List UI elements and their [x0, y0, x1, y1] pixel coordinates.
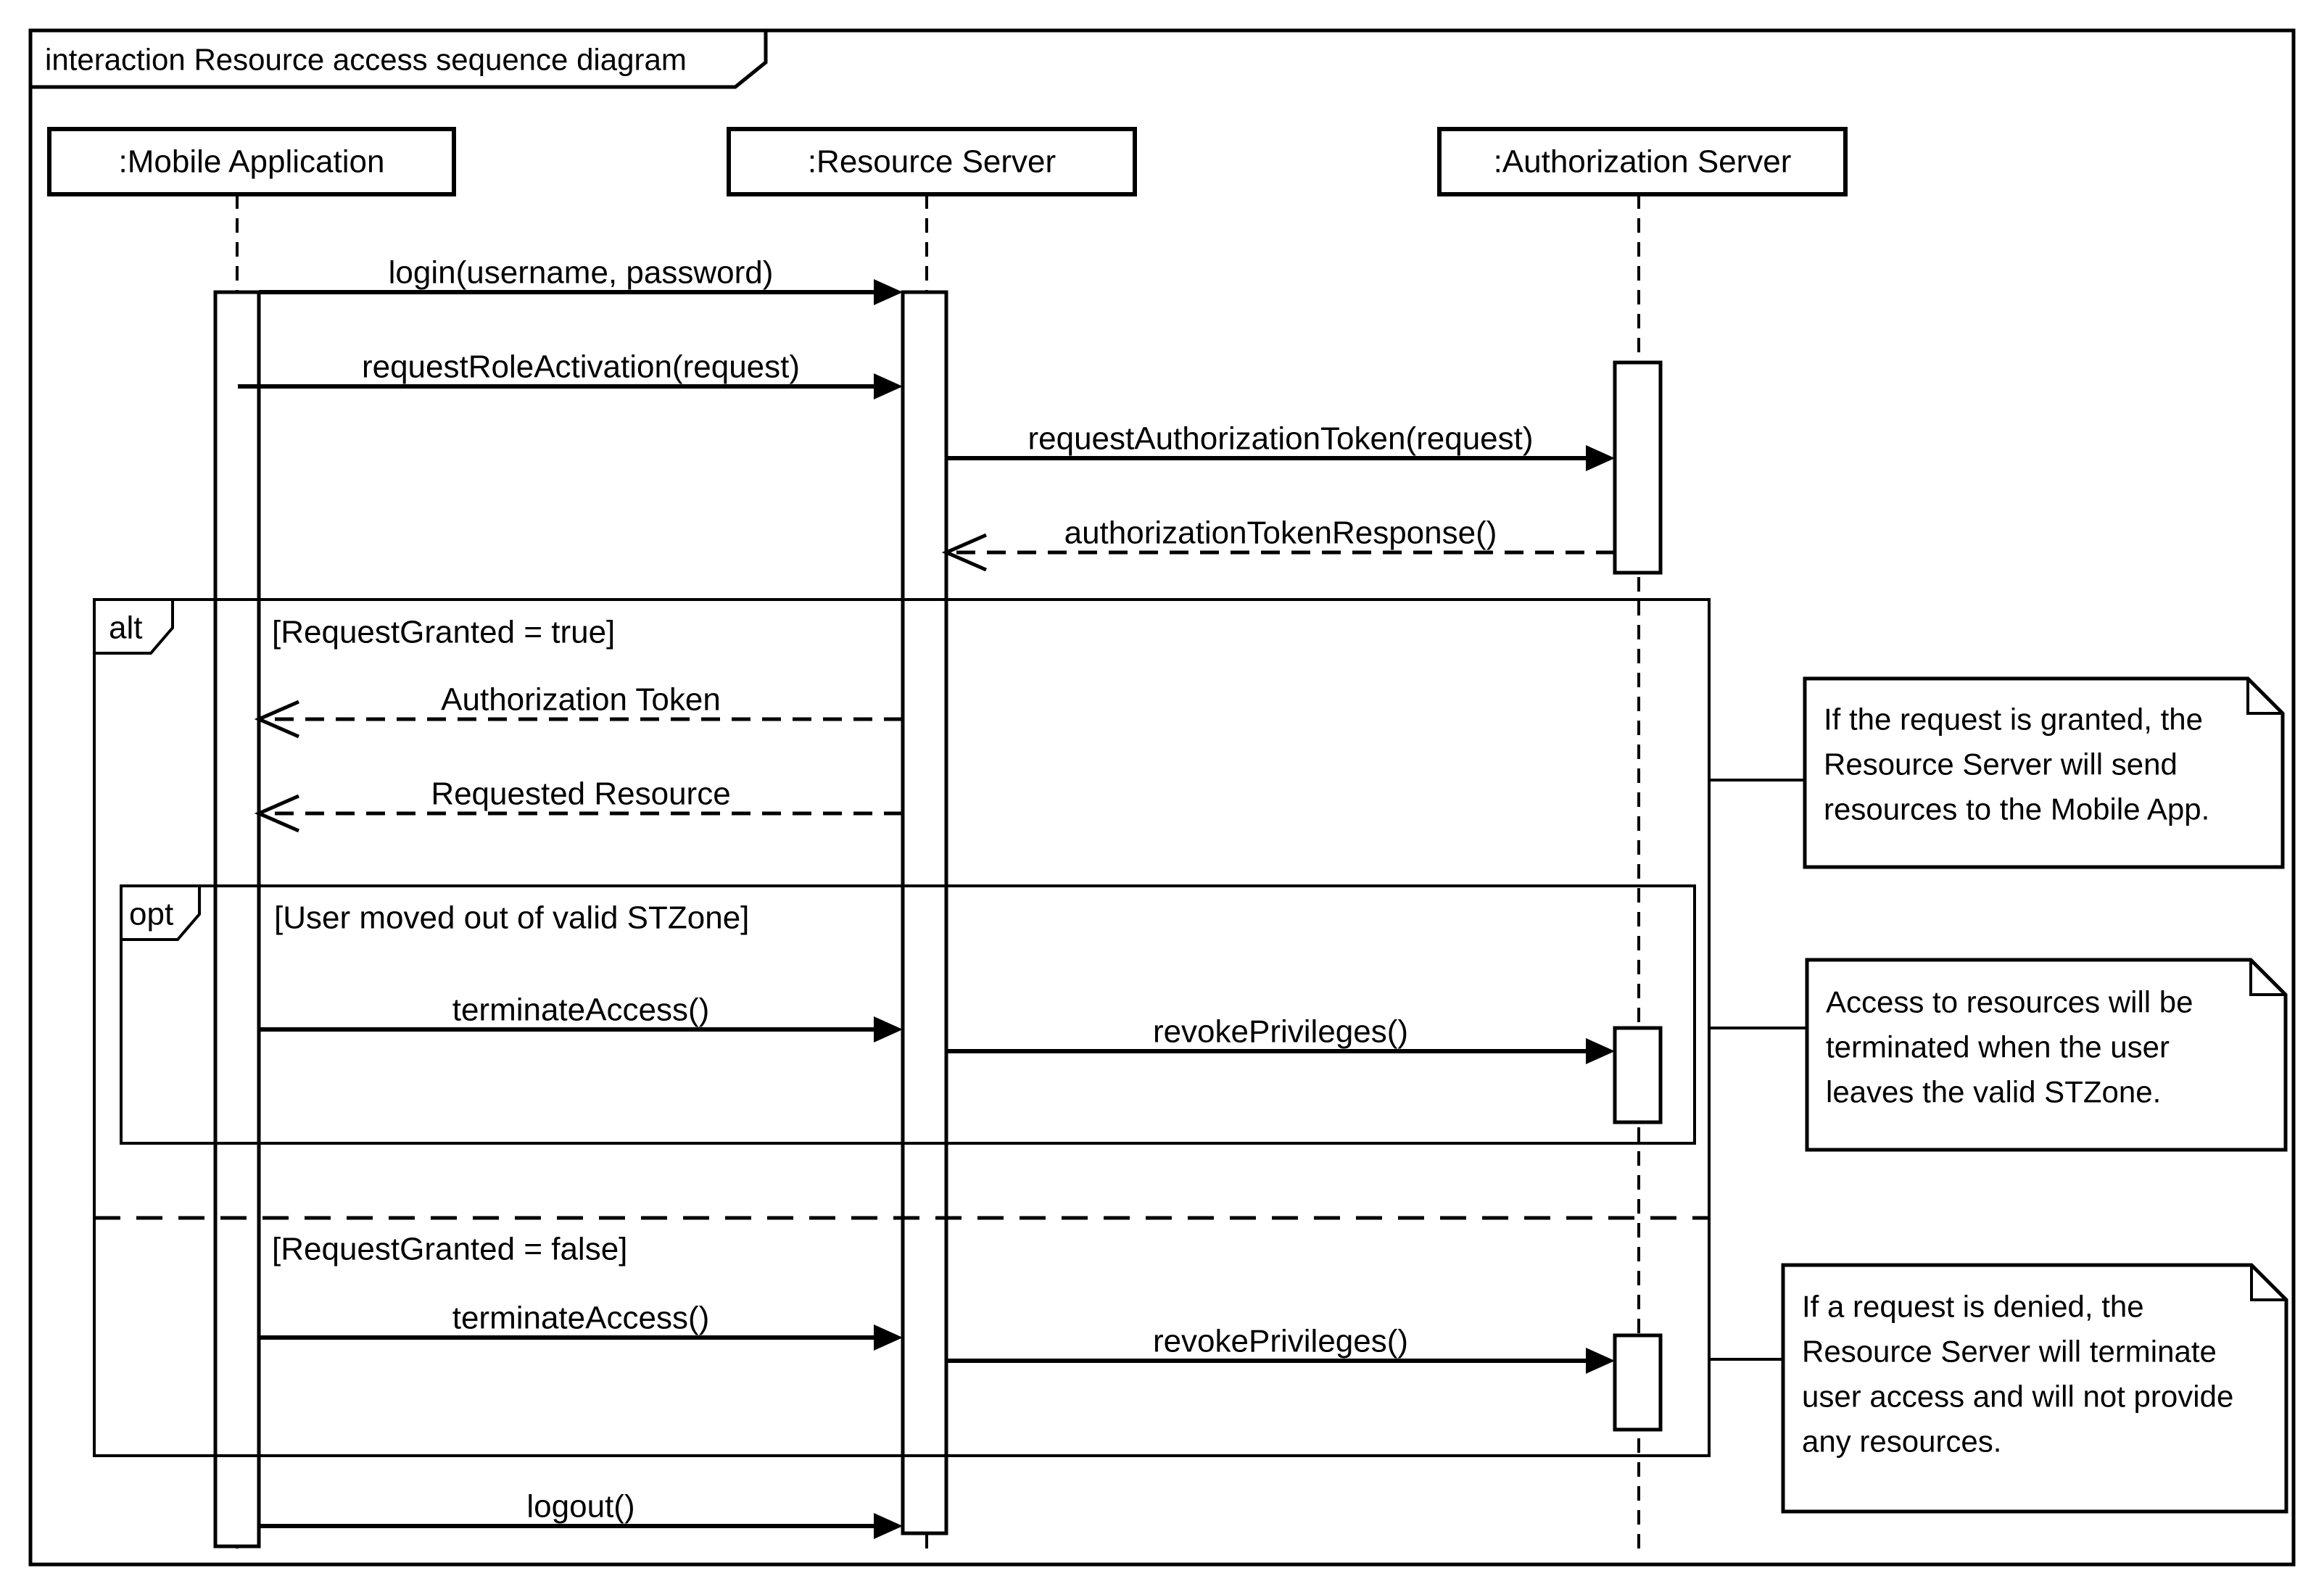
- note-granted-shape: [1803, 676, 2285, 869]
- alt-operator-label: alt: [109, 610, 142, 646]
- message-label-revoke-privileges-opt: revokePrivileges(): [1153, 1014, 1408, 1050]
- message-label-terminate-access-denied: terminateAccess(): [452, 1301, 710, 1336]
- message-label-requested-resource: Requested Resource: [431, 776, 730, 812]
- alt-guard-false: [RequestGranted = false]: [272, 1232, 627, 1267]
- note-denied-line-2: Resource Server will terminate: [1802, 1335, 2217, 1369]
- message-arrowhead-logout: [874, 1513, 903, 1539]
- message-arrowhead-request-role-activation: [874, 373, 903, 399]
- message-arrowhead-requested-resource: [254, 794, 299, 833]
- note-stzone-line-1: Access to resources will be: [1826, 985, 2193, 1019]
- message-arrowhead-request-authorization-token: [1586, 445, 1615, 471]
- note-stzone-shape: [1805, 958, 2288, 1152]
- note-denied-line-4: any resources.: [1802, 1425, 2001, 1459]
- note-denied-shape: [1781, 1263, 2288, 1514]
- lifeline-head-auth: [1437, 127, 1848, 196]
- activation-auth-denied: [1613, 1333, 1663, 1432]
- alt-guard-true: [RequestGranted = true]: [272, 615, 615, 650]
- note-granted-fold-icon: [2246, 679, 2283, 715]
- message-arrowhead-authorization-token-response: [941, 533, 987, 572]
- note-granted-line-3: resources to the Mobile App.: [1824, 792, 2209, 826]
- note-stzone-line-2: terminated when the user: [1826, 1030, 2170, 1064]
- note-granted-line-2: Resource Server will send: [1824, 747, 2178, 782]
- lifeline-head-resource: [727, 127, 1137, 196]
- message-arrowhead-terminate-access-opt: [874, 1016, 903, 1042]
- diagram-title: interaction Resource access sequence dia…: [45, 43, 687, 77]
- opt-frame: [120, 884, 1696, 1145]
- message-arrowhead-login: [874, 279, 903, 305]
- message-label-terminate-access-opt: terminateAccess(): [452, 992, 710, 1028]
- message-arrowhead-terminate-access-denied: [874, 1324, 903, 1351]
- activation-auth-opt: [1613, 1026, 1663, 1124]
- note-denied-fold-icon: [2250, 1265, 2286, 1301]
- lifeline-label-resource: :Resource Server: [808, 144, 1056, 180]
- opt-guard: [User moved out of valid STZone]: [274, 900, 749, 936]
- activation-resource: [901, 290, 948, 1535]
- opt-pentagon: [120, 884, 201, 941]
- message-label-login: login(username, password): [389, 255, 774, 291]
- lifeline-label-mobile: :Mobile Application: [119, 144, 385, 180]
- activation-auth-token: [1613, 360, 1663, 575]
- message-label-logout: logout(): [526, 1489, 634, 1525]
- activation-mobile: [213, 290, 261, 1549]
- message-label-request-role-activation: requestRoleActivation(request): [362, 349, 800, 385]
- message-arrowhead-authorization-token: [254, 700, 299, 739]
- note-stzone-line-3: leaves the valid STZone.: [1826, 1075, 2161, 1109]
- alt-pentagon: [93, 598, 174, 655]
- opt-operator-label: opt: [129, 897, 173, 932]
- message-label-authorization-token: Authorization Token: [441, 682, 721, 718]
- message-label-request-authorization-token: requestAuthorizationToken(request): [1027, 421, 1533, 457]
- interaction-frame: [28, 28, 2296, 1567]
- note-denied-line-1: If a request is denied, the: [1802, 1290, 2144, 1324]
- note-granted-line-1: If the request is granted, the: [1824, 702, 2203, 737]
- message-label-authorization-token-response: authorizationTokenResponse(): [1064, 515, 1497, 551]
- lifeline-head-mobile: [47, 127, 456, 196]
- note-stzone-fold-icon: [2249, 960, 2286, 996]
- note-denied-line-3: user access and will not provide: [1802, 1380, 2233, 1414]
- message-label-revoke-privileges-denied: revokePrivileges(): [1153, 1324, 1408, 1359]
- message-arrowhead-revoke-privileges-opt: [1586, 1038, 1615, 1064]
- message-arrowhead-revoke-privileges-denied: [1586, 1348, 1615, 1374]
- title-tab: [28, 28, 768, 89]
- lifeline-label-auth: :Authorization Server: [1494, 144, 1792, 180]
